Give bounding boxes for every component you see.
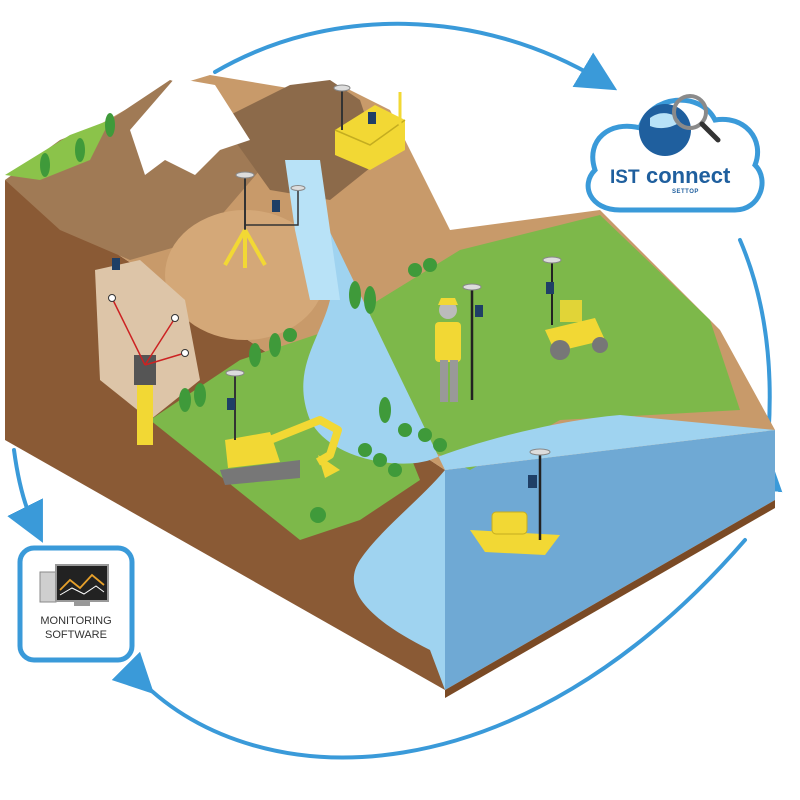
- globe-icon: [639, 104, 691, 156]
- cloud-brand-name: connect: [646, 163, 731, 188]
- water-side-bottom-edge: [445, 500, 775, 698]
- tree: [194, 383, 206, 407]
- tree: [433, 438, 447, 452]
- chart-line-icon: [59, 573, 105, 591]
- tree: [388, 463, 402, 477]
- tree: [379, 397, 391, 423]
- tree: [408, 263, 422, 277]
- arrow-terrain-to-monitoring: [7, 448, 43, 543]
- tree: [398, 423, 412, 437]
- grass-plain-right: [330, 215, 740, 470]
- total-station: [108, 258, 189, 445]
- excavator: [220, 369, 342, 485]
- rock-slope: [95, 260, 200, 420]
- tree: [349, 281, 361, 309]
- monitoring-software-box: MONITORING SOFTWARE: [17, 545, 135, 663]
- tree: [283, 328, 297, 342]
- monitoring-label-line2: SOFTWARE: [45, 629, 107, 641]
- tree: [40, 153, 50, 177]
- river: [300, 170, 775, 690]
- tractor: [542, 256, 608, 360]
- water-side-right: [445, 430, 775, 690]
- hill-mound: [165, 210, 325, 340]
- gnss-sensors: [108, 84, 608, 555]
- arrow-terrain-to-cloud: [213, 21, 618, 91]
- tree: [364, 286, 376, 314]
- tree: [75, 138, 85, 162]
- trees: [40, 113, 447, 523]
- boat: [470, 448, 560, 555]
- tree: [310, 507, 326, 523]
- mountain-right: [220, 80, 380, 200]
- tree: [249, 343, 261, 367]
- grass-ridge: [5, 120, 110, 180]
- computer-tower-icon: [39, 571, 57, 603]
- tree: [269, 333, 281, 357]
- monitoring-label-line1: MONITORING: [40, 615, 111, 627]
- cloud-brand-prefix: IST: [610, 167, 640, 188]
- surveyor: [435, 283, 483, 402]
- magnifier-icon: [672, 94, 708, 130]
- tree: [358, 443, 372, 457]
- tree: [179, 388, 191, 412]
- tree: [423, 258, 437, 272]
- tripod-gnss-station: [223, 171, 306, 268]
- cloud-sub-label: SETTOP: [672, 189, 699, 195]
- arrow-monitoring-to-terrain: [111, 538, 747, 760]
- tree: [105, 113, 115, 137]
- mountain-house: [333, 84, 406, 170]
- snow-cap: [130, 78, 250, 175]
- ist-connect-cloud: IST connect SETTOP: [585, 94, 765, 213]
- tree: [373, 453, 387, 467]
- tree: [418, 428, 432, 442]
